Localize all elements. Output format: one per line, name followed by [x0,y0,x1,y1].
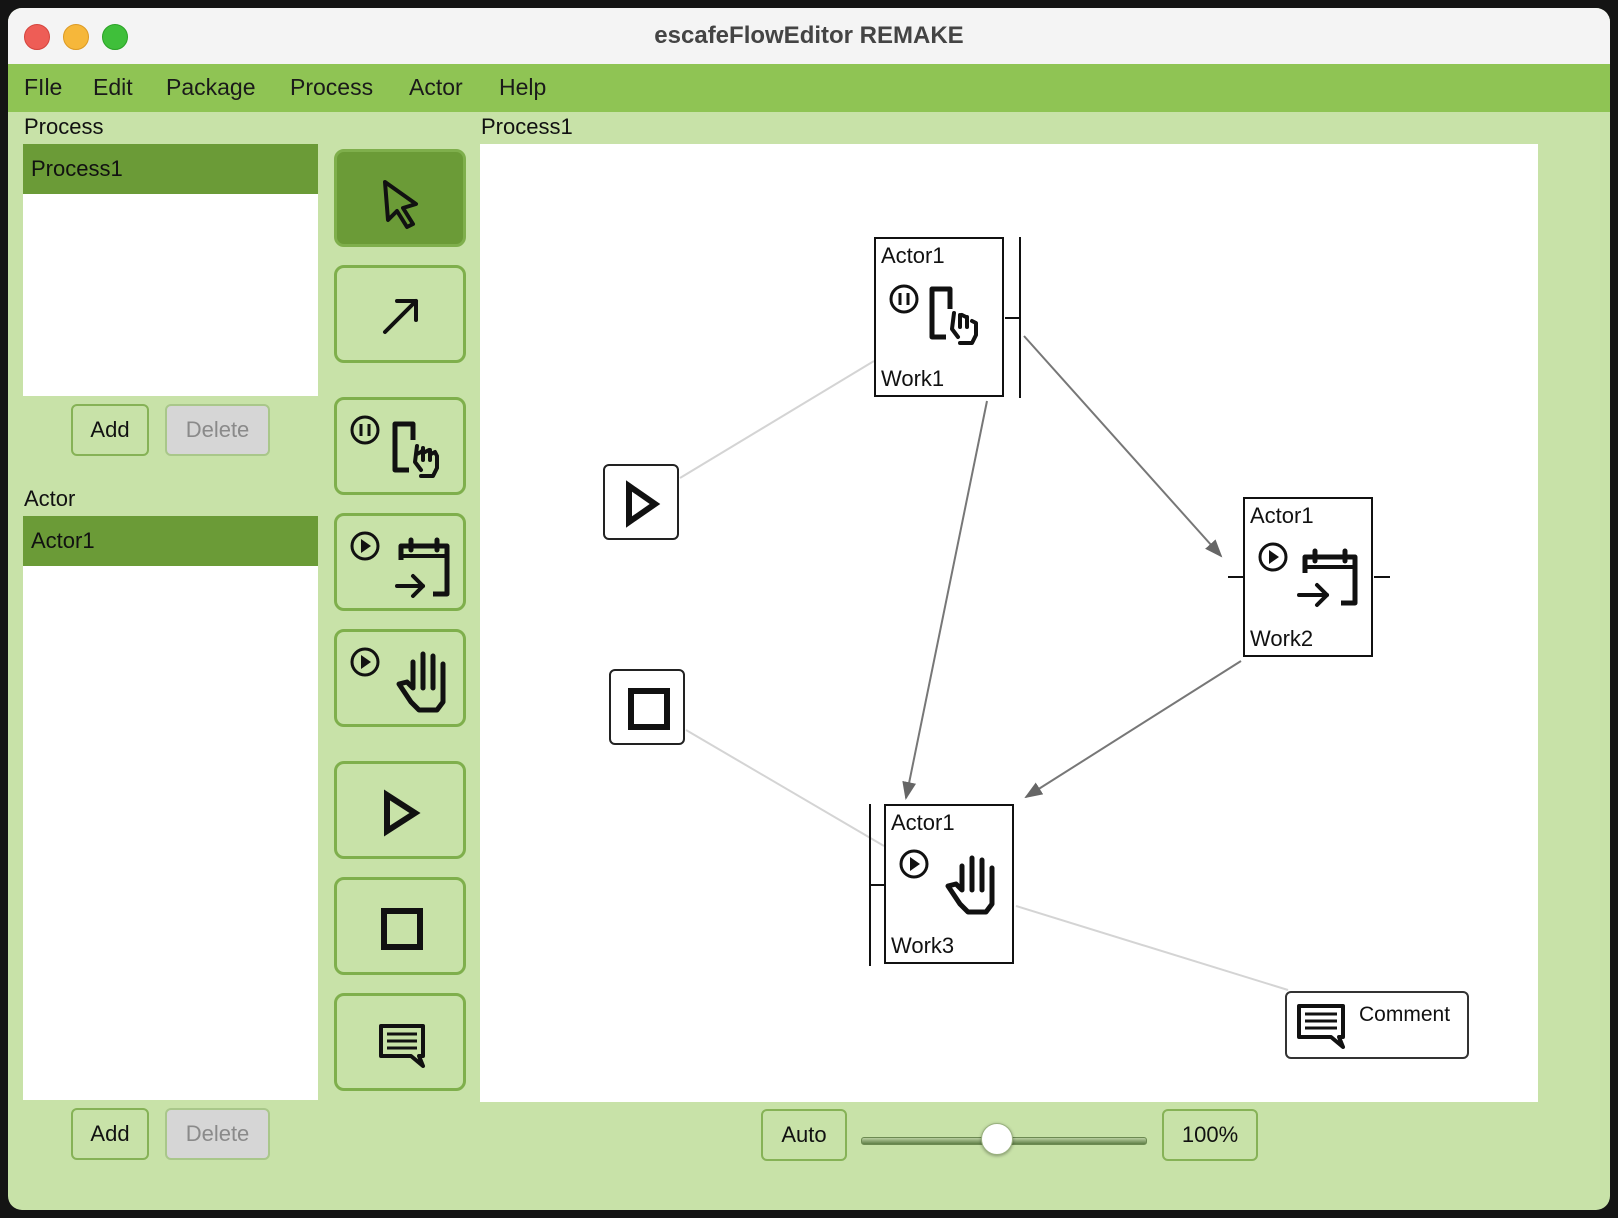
wait-work-tool-button[interactable] [334,397,466,495]
close-window-button[interactable] [24,24,50,50]
editor-title: Process1 [481,114,573,139]
cursor-arrow-icon [383,180,418,229]
title-bar: escafeFlowEditor REMAKE [8,8,1610,65]
process-list-item[interactable]: Process1 [23,144,318,194]
zoom-level-button[interactable]: 100% [1162,1109,1258,1161]
app-window: escafeFlowEditor REMAKE FIle Edit Packag… [8,8,1610,1210]
play-hand-icon [350,647,446,713]
actor-section-label: Actor [24,486,76,511]
menu-package[interactable]: Package [166,74,256,100]
process-list[interactable]: Process1 [23,144,318,396]
comment-node[interactable]: Comment [1285,991,1469,1059]
actor-list[interactable]: Actor1 [23,516,318,1100]
work-node-name: Work2 [1250,626,1314,651]
scheduled-work-tool-button[interactable] [334,513,466,611]
work-node-work2[interactable]: Actor1 Work2 [1243,497,1373,657]
stop-square-icon [381,908,423,950]
actor-list-item[interactable]: Actor1 [23,516,318,566]
comment-icon [1297,1004,1345,1049]
connect-tool-button[interactable] [334,265,466,363]
pause-touch-icon [350,415,439,478]
menu-actor[interactable]: Actor [409,74,463,100]
work-node-name: Work1 [881,366,945,391]
end-event-node[interactable] [609,669,685,745]
menu-bar: FIle Edit Package Process Actor Help [8,64,1610,112]
zoom-slider-thumb[interactable] [981,1123,1013,1155]
comment-icon [379,1024,425,1068]
add-actor-button[interactable]: Add [71,1108,149,1160]
play-hand-icon [899,849,995,915]
process-section-label: Process [24,114,104,139]
connection-work1-work3[interactable] [902,400,988,800]
delete-actor-button[interactable]: Delete [165,1108,270,1160]
end-tool-button[interactable] [334,877,466,975]
add-process-button[interactable]: Add [71,404,149,456]
delete-process-button[interactable]: Delete [165,404,270,456]
play-calendar-icon [350,531,450,598]
comment-text: Comment [1359,1003,1451,1026]
connection-start-work1[interactable] [679,360,875,479]
menu-help[interactable]: Help [499,74,547,100]
menu-process[interactable]: Process [290,74,374,100]
play-triangle-icon [626,480,661,528]
zoom-slider[interactable] [861,1122,1147,1156]
start-event-node[interactable] [603,464,679,540]
window-title: escafeFlowEditor REMAKE [654,22,964,49]
stop-square-icon [628,688,670,730]
manual-work-tool-button[interactable] [334,629,466,727]
connection-work3-comment[interactable] [1015,905,1289,991]
work-node-actor: Actor1 [881,243,945,268]
work-node-actor: Actor1 [1250,503,1314,528]
connection-work2-work3[interactable] [1024,660,1242,799]
auto-zoom-button[interactable]: Auto [761,1109,847,1161]
comment-tool-button[interactable] [334,993,466,1091]
select-tool-button[interactable] [334,149,466,247]
connection-work1-work2[interactable] [1023,335,1223,558]
play-triangle-icon [384,789,421,837]
maximize-window-button[interactable] [102,24,128,50]
minimize-window-button[interactable] [63,24,89,50]
diagonal-arrow-icon [383,299,418,334]
work-node-name: Work3 [891,933,955,958]
work-node-work1[interactable]: Actor1 Work1 [874,237,1004,397]
play-calendar-icon [1258,542,1358,607]
connection-end-work3[interactable] [685,729,885,847]
pause-touch-icon [889,284,978,345]
work-node-actor: Actor1 [891,810,955,835]
start-tool-button[interactable] [334,761,466,859]
menu-file[interactable]: FIle [24,74,63,100]
work-node-work3[interactable]: Actor1 Work3 [884,804,1014,964]
menu-edit[interactable]: Edit [93,74,133,100]
